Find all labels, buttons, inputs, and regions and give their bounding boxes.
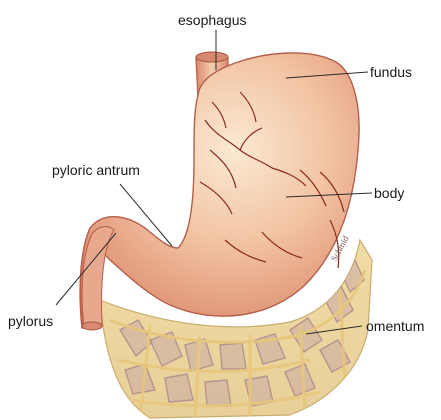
- label-fundus: fundus: [370, 64, 412, 80]
- label-pyloric-antrum: pyloric antrum: [52, 162, 140, 178]
- label-esophagus: esophagus: [178, 12, 247, 28]
- label-body: body: [374, 185, 404, 201]
- label-omentum: omentum: [366, 318, 424, 334]
- label-pylorus: pylorus: [8, 313, 53, 329]
